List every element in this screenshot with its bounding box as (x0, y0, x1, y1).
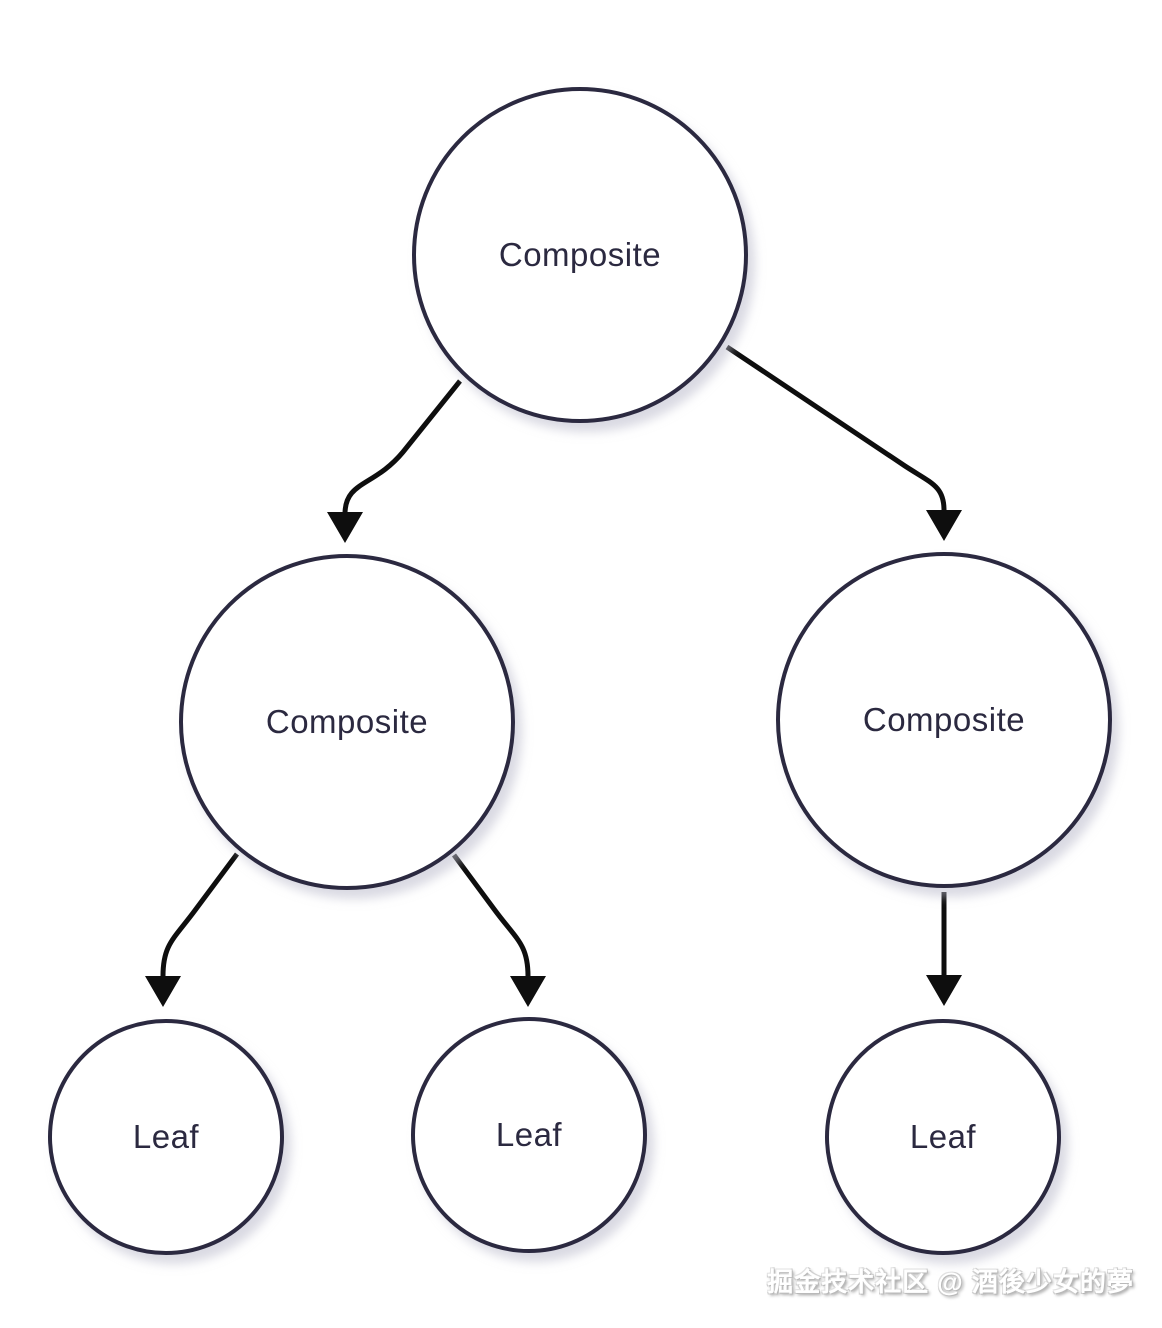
node-composite-left: Composite (179, 554, 515, 890)
node-leaf-right: Leaf (825, 1019, 1061, 1255)
watermark-text: 掘金技术社区 @ 酒後少女的夢 (767, 1267, 1134, 1297)
edge-composite-left-to-leaf-middle (451, 853, 546, 1007)
node-label: Leaf (495, 1116, 563, 1153)
node-composite-root: Composite (412, 87, 748, 423)
edge-root-to-composite-right (725, 344, 962, 541)
edge-root-to-composite-left (327, 379, 462, 543)
node-label: Composite (498, 236, 662, 273)
edge-composite-left-to-leaf-left (145, 852, 240, 1007)
node-label: Leaf (132, 1118, 200, 1155)
node-label: Leaf (909, 1118, 977, 1155)
node-leaf-middle: Leaf (411, 1017, 647, 1253)
node-label: Composite (862, 701, 1026, 738)
node-leaf-left: Leaf (48, 1019, 284, 1255)
node-composite-right: Composite (776, 552, 1112, 888)
node-label: Composite (265, 703, 429, 740)
edge-composite-right-to-leaf-right (926, 892, 962, 1006)
